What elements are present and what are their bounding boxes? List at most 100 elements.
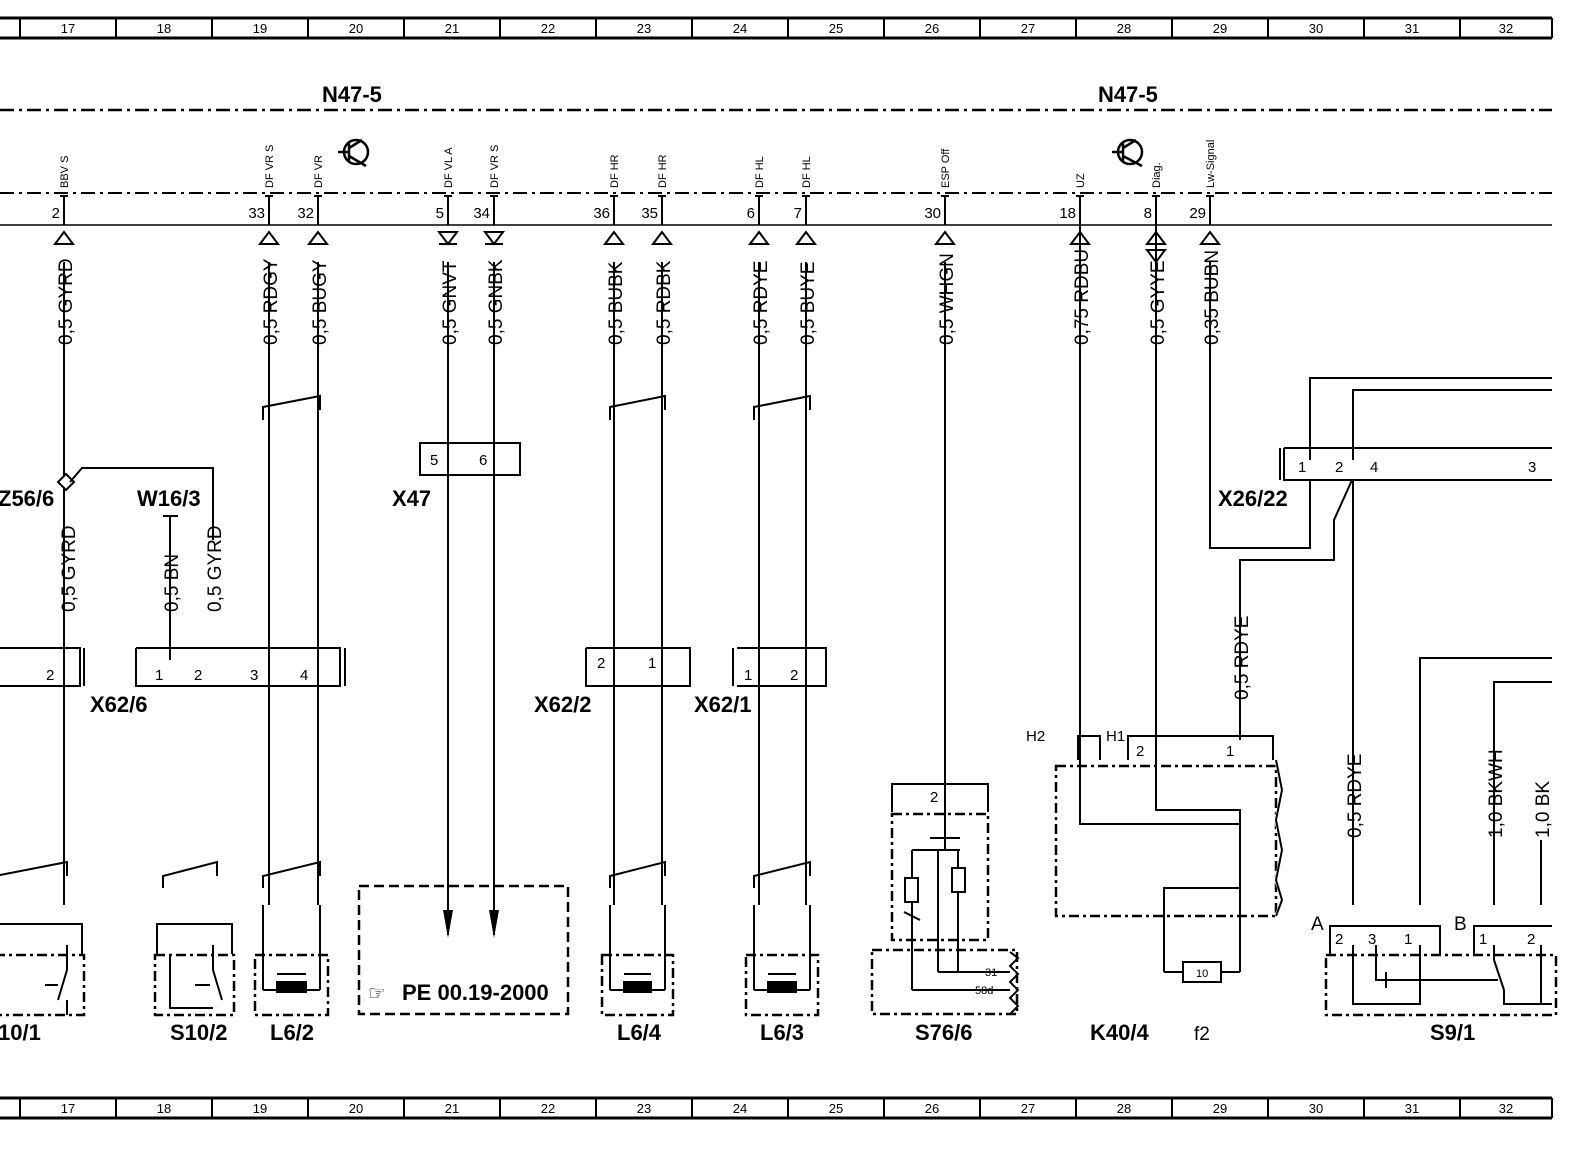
svg-text:4: 4 bbox=[300, 667, 308, 684]
signal-arrow-icon bbox=[934, 230, 956, 245]
x26-22-connector: 1 2 4 3 bbox=[1279, 447, 1552, 481]
h2-label: H2 bbox=[1026, 728, 1045, 745]
signal-arrow-icon bbox=[1199, 230, 1221, 245]
grid-column-number: 24 bbox=[733, 1101, 747, 1116]
wire-label: 0,5 GYRD bbox=[205, 525, 226, 612]
wire-label: 0,5 GYRD bbox=[56, 258, 77, 345]
grid-column-number: 26 bbox=[925, 21, 939, 36]
signal-arrow-icon bbox=[651, 230, 673, 245]
relay-k40-4 bbox=[1054, 225, 1287, 983]
z56-6-splice bbox=[56, 472, 76, 492]
wire-label: 1,0 BKWH bbox=[1486, 749, 1507, 838]
svg-text:1: 1 bbox=[1298, 459, 1306, 476]
s9-1-pin: 1 bbox=[1404, 931, 1412, 948]
z56-6-label: Z56/6 bbox=[0, 486, 54, 511]
wheel-speed-sensor bbox=[600, 905, 675, 1017]
signal-name: DF HL bbox=[754, 156, 766, 188]
wire-label: 0,5 BUGY bbox=[310, 259, 331, 345]
signal-arrow-icon bbox=[53, 230, 75, 245]
signal-name: Diag. bbox=[1151, 162, 1163, 188]
s9-1-label: S9/1 bbox=[1430, 1020, 1475, 1045]
grid-column-number: 31 bbox=[1405, 1101, 1419, 1116]
s9-1-pin: 1 bbox=[1479, 931, 1487, 948]
grid-column-number: 19 bbox=[253, 21, 267, 36]
wire-label: 0,75 RDBU bbox=[1072, 249, 1093, 345]
wire-label: 0,5 RDBK bbox=[654, 260, 675, 345]
signal-name: Lw-Signal bbox=[1205, 140, 1217, 188]
signal-name: UZ bbox=[1075, 173, 1087, 188]
svg-text:2: 2 bbox=[46, 667, 54, 684]
grid-column-number: 28 bbox=[1117, 21, 1131, 36]
x62-2-label: X62/2 bbox=[534, 692, 592, 717]
k40-4-pin: 2 bbox=[1136, 743, 1144, 760]
signal-name: DF VR bbox=[313, 155, 325, 188]
pin-number: 29 bbox=[1189, 205, 1206, 222]
x62-6-label: X62/6 bbox=[90, 692, 148, 717]
grid-column-number: 29 bbox=[1213, 21, 1227, 36]
signal-name: BBV S bbox=[59, 156, 71, 188]
s9-1-pin: 2 bbox=[1335, 931, 1343, 948]
pin-number: 33 bbox=[248, 205, 265, 222]
signal-arrow-icon bbox=[795, 230, 817, 245]
wire-label: 0,5 RDYE bbox=[751, 261, 772, 345]
k40-4-pin: 1 bbox=[1226, 743, 1234, 760]
grid-column-number: 17 bbox=[61, 1101, 75, 1116]
wire-label: 0,5 GNVT bbox=[440, 260, 461, 345]
grid-column-number: 18 bbox=[157, 21, 171, 36]
signal-s3: DF VR 32 0,5 BUGY bbox=[297, 155, 331, 905]
grid-column-number: 18 bbox=[157, 1101, 171, 1116]
svg-text:1: 1 bbox=[744, 667, 752, 684]
wire-label: 0,5 WHGN bbox=[937, 253, 958, 345]
grid-column-number: 20 bbox=[349, 1101, 363, 1116]
x26-22-label: X26/22 bbox=[1218, 486, 1288, 511]
signal-name: ESP Off bbox=[940, 148, 952, 188]
signal-name: DF VL A bbox=[443, 147, 455, 188]
signal-s1: BBV S20,5 GYRD bbox=[52, 156, 77, 905]
wire-label: 0,5 BUYE bbox=[798, 262, 819, 345]
wheel-speed-sensor bbox=[744, 905, 820, 1017]
h1-label: H1 bbox=[1106, 728, 1125, 745]
grid-column-number: 26 bbox=[925, 1101, 939, 1116]
s9-1-wire-a bbox=[1419, 657, 1552, 905]
grid-column-number: 29 bbox=[1213, 1101, 1227, 1116]
grid-column-number: 21 bbox=[445, 1101, 459, 1116]
svg-text:1: 1 bbox=[648, 655, 656, 672]
wire-label: 0,5 GNBK bbox=[486, 259, 507, 345]
w16-3-label: W16/3 bbox=[137, 486, 201, 511]
switch-s76-6: 2 bbox=[870, 783, 1020, 1016]
wire-label: 0,5 RDYE bbox=[1345, 754, 1366, 838]
z56-6-wire bbox=[69, 467, 214, 540]
s76-6-label: S76/6 bbox=[915, 1020, 973, 1045]
pin-number: 32 bbox=[297, 205, 314, 222]
svg-text:2: 2 bbox=[1335, 459, 1343, 476]
svg-text:2: 2 bbox=[930, 789, 938, 806]
reference-icon: ☞ bbox=[368, 983, 386, 1005]
x26-22-wire-b bbox=[1352, 389, 1552, 460]
x47-label: X47 bbox=[392, 486, 431, 511]
pin-number: 35 bbox=[641, 205, 658, 222]
a-label: A bbox=[1311, 914, 1324, 935]
x47-connector: 5 6 bbox=[419, 442, 521, 476]
grid-column-number: 23 bbox=[637, 1101, 651, 1116]
l6-3-label: L6/3 bbox=[760, 1020, 804, 1045]
s9-1-pin: 3 bbox=[1368, 931, 1376, 948]
grid-column-number: 32 bbox=[1499, 1101, 1513, 1116]
signal-name: DF VR S bbox=[489, 145, 501, 188]
switch-10-1 bbox=[0, 923, 86, 1017]
svg-text:2: 2 bbox=[194, 667, 202, 684]
grid-column-number: 25 bbox=[829, 21, 843, 36]
switch-s9-1 bbox=[1324, 925, 1558, 1017]
s9-1-wire-b bbox=[1493, 681, 1552, 905]
signal-arrow-icon bbox=[603, 230, 625, 245]
grid-column-number: 17 bbox=[61, 21, 75, 36]
x62-2-connector: 2 1 bbox=[585, 647, 691, 687]
l6-2-label: L6/2 bbox=[270, 1020, 314, 1045]
s10-2-label: S10/2 bbox=[170, 1020, 228, 1045]
